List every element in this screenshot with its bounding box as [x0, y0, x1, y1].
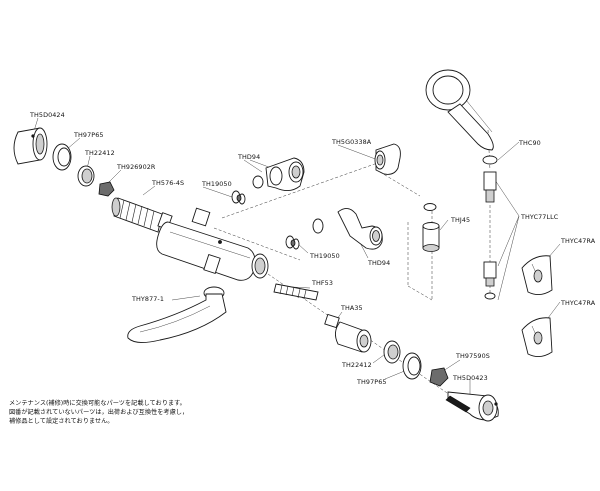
elbow-mid	[312, 208, 383, 250]
label-th926902r: TH926902R	[116, 163, 156, 171]
label-th5d0423: TH5D0423	[452, 374, 488, 382]
label-thc90: THC90	[518, 139, 541, 147]
note-line-2: 図番が記載されていないパーツは，出荷および互換性を考慮し，	[9, 408, 188, 416]
filter	[273, 283, 319, 301]
label-th22412-bottom: TH22412	[341, 361, 372, 369]
nut-bottom	[429, 367, 449, 387]
adapter-thj45	[422, 203, 440, 252]
hanger-2	[521, 317, 553, 357]
label-tha35: THA35	[340, 304, 363, 312]
label-thyc77llc: THYC77LLC	[520, 213, 559, 221]
elbow-top	[252, 157, 305, 191]
label-thd94-top: THD94	[237, 153, 260, 161]
label-th22412-top: TH22412	[84, 149, 115, 157]
valve-cartridge	[324, 313, 372, 353]
ring-top	[52, 143, 72, 171]
label-thyc47ra-1: THYC47RA	[560, 237, 596, 245]
spout	[127, 286, 227, 343]
mixer-body	[156, 207, 269, 281]
note-line-1: メンテナンス(補修)時に交換可能なパーツを記載しております。	[9, 399, 186, 407]
nut-small	[98, 181, 115, 197]
clip-top	[77, 165, 95, 187]
label-th576-4s: TH576-4S	[151, 179, 184, 187]
label-thyc47ra-2: THYC47RA	[560, 299, 596, 307]
washer-thc90	[482, 155, 498, 165]
maintenance-note: メンテナンス(補修)時に交換可能なパーツを記載しております。 図番が記載されてい…	[9, 399, 188, 425]
label-thj45: THJ45	[450, 216, 470, 224]
label-thf53: THF53	[311, 279, 333, 287]
handle-cap-left	[13, 127, 48, 165]
hose-fittings	[483, 171, 497, 300]
label-th97590s: TH97590S	[455, 352, 490, 360]
check-valve-mid	[285, 235, 300, 250]
label-th19050-top: TH19050	[201, 180, 232, 188]
label-th97p65-bottom: TH97P65	[356, 378, 387, 386]
label-thd94-mid: THD94	[367, 259, 390, 267]
label-th19050-mid: TH19050	[309, 252, 340, 260]
shower-head	[425, 69, 494, 151]
shower-elbow	[374, 143, 401, 175]
label-thy877-1: THY877-1	[131, 295, 164, 303]
label-th97p65-top: TH97P65	[73, 131, 104, 139]
check-valve-top	[231, 190, 246, 205]
clip-bottom	[383, 340, 401, 364]
hanger-1	[521, 255, 553, 295]
label-th5d0424: TH5D0424	[29, 111, 65, 119]
label-th5g0338a: TH5G0338A	[331, 138, 372, 146]
lever-handle	[445, 391, 499, 422]
thermostat-cartridge	[111, 197, 173, 233]
note-line-3: 補修品として設定されておりません。	[9, 417, 113, 425]
part-labels: TH5D0424 TH97P65 TH22412 TH926902R TH576…	[29, 111, 596, 386]
ring-bottom	[402, 352, 422, 380]
